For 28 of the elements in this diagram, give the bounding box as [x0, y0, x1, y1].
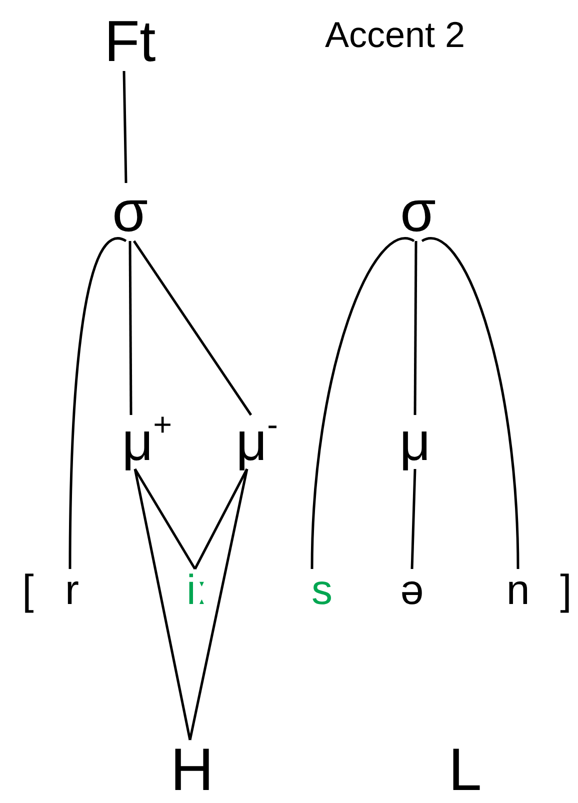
association-line: [410, 468, 416, 570]
segment-symbol: n: [506, 569, 530, 611]
segment-symbol: r: [65, 569, 79, 611]
association-line: [122, 70, 128, 184]
association-line: [132, 240, 252, 416]
bracket: [: [22, 569, 34, 611]
association-line: [188, 468, 248, 740]
association-line: [422, 237, 520, 570]
association-line: [194, 468, 248, 570]
tone-symbol: H: [170, 740, 214, 800]
mora-symbol: μ$^{-}$: [236, 415, 278, 469]
syllable-symbol: σ: [400, 183, 436, 241]
tone-symbol: L: [448, 740, 482, 800]
segment-symbol: iː: [186, 569, 208, 611]
association-line: [414, 241, 418, 415]
mora-symbol: μ: [399, 415, 431, 469]
segment-symbol: ə: [400, 569, 424, 611]
accent-label: Accent 2: [324, 17, 466, 53]
syllable-symbol: σ: [112, 183, 148, 241]
segment-symbol: s: [312, 569, 332, 611]
association-line: [134, 468, 196, 570]
mora-symbol: μ$^{+}$: [122, 415, 172, 469]
association-line: [128, 241, 132, 415]
foot-symbol: Ft: [104, 13, 156, 71]
association-line: [310, 237, 414, 570]
bracket: ]: [560, 569, 572, 611]
association-line: [68, 238, 126, 569]
association-line: [134, 468, 192, 740]
